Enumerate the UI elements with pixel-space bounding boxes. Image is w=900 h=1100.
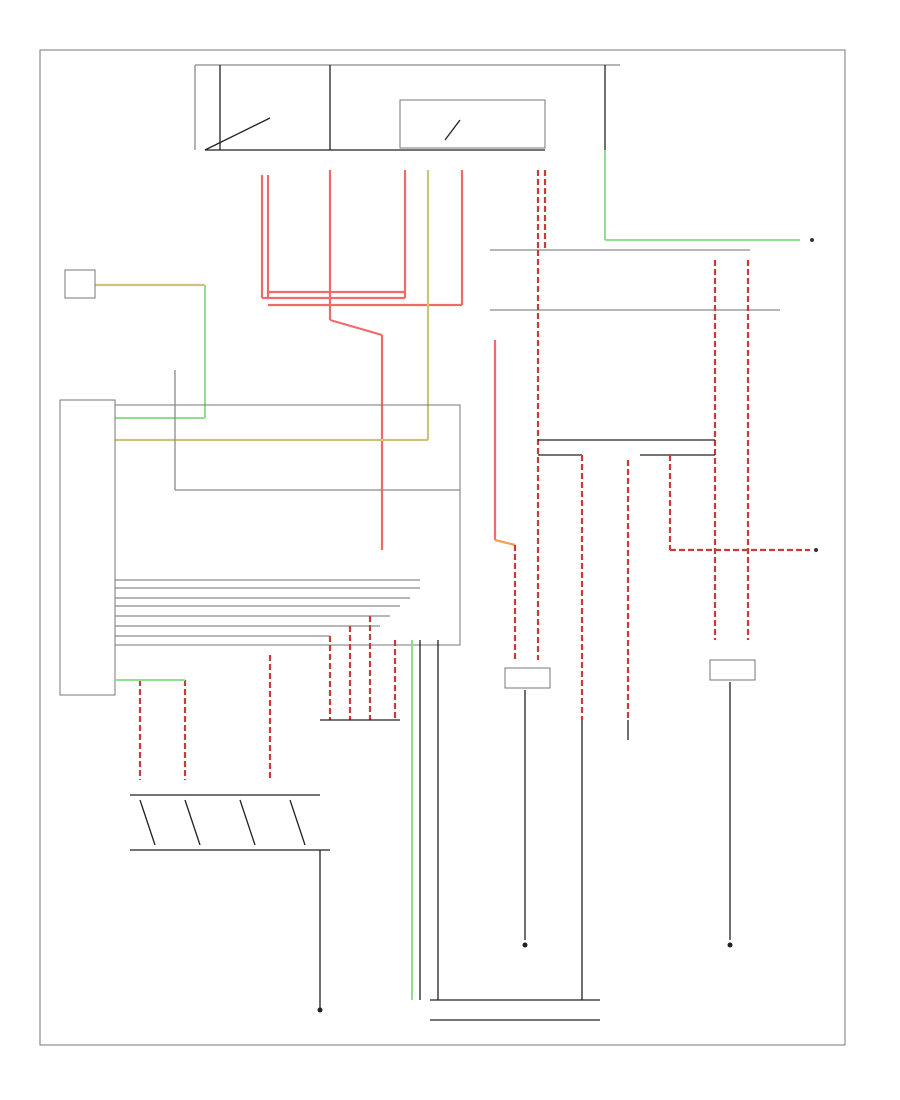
combination-switch-wires [320, 616, 439, 1000]
relay-switch-1 [204, 117, 271, 151]
red-power-wires [260, 170, 547, 550]
top-fuse-group [194, 64, 620, 150]
headlamp-feed-wires [493, 250, 818, 720]
ecu-output-lines [115, 579, 420, 637]
yellow-signal-wire [115, 170, 430, 442]
diagram-border [39, 49, 846, 1046]
headlamp-left-box [504, 667, 551, 689]
dimmer-switch-group [115, 655, 330, 851]
headlamp-right-box [709, 659, 756, 681]
left-module-box [64, 269, 96, 299]
green-signal-wire [95, 150, 814, 419]
body-ecu-connector [59, 399, 116, 696]
integration-relay-box [399, 99, 546, 149]
relay-switch-2 [444, 119, 461, 141]
